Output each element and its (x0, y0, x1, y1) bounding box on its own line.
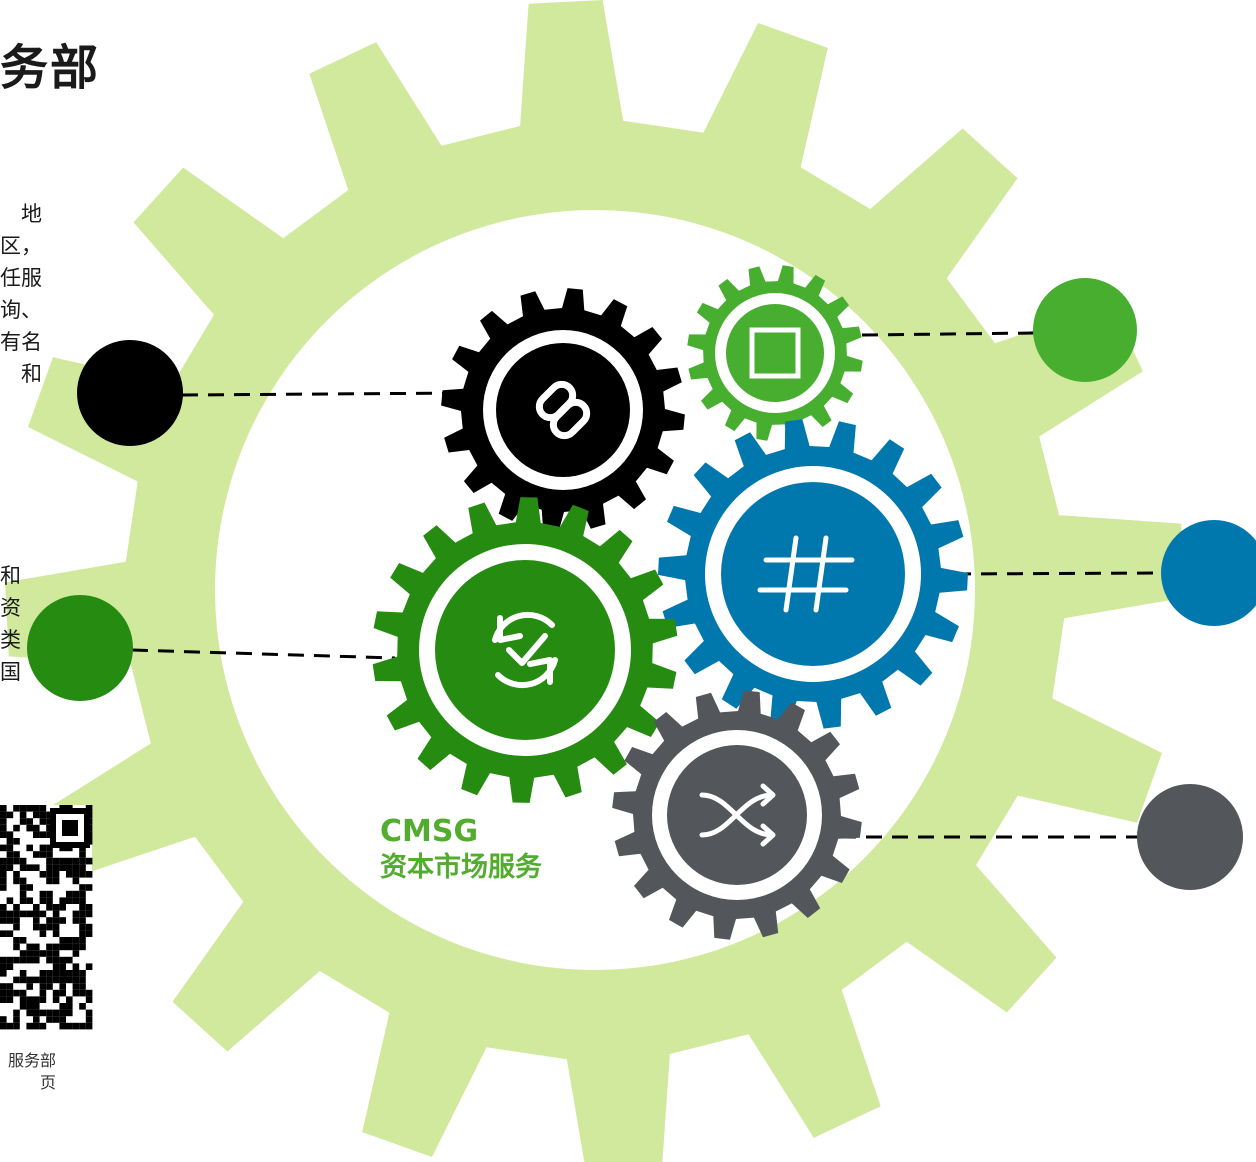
paragraph-line: 资 (0, 596, 21, 620)
qr-caption: 服务部 页 (0, 1050, 56, 1094)
black-node (77, 340, 183, 446)
second-paragraph: 和 资 类 国 (0, 560, 21, 688)
paragraph-line: 类 (0, 628, 21, 652)
link-gear (441, 288, 685, 532)
sync-gear (372, 497, 678, 803)
brand-name: 资本市场服务 (380, 852, 542, 883)
brand-label: CMSG 资本市场服务 (380, 814, 542, 886)
shuffle-icon (699, 783, 776, 847)
paragraph-line: 地区， (0, 202, 42, 258)
link-icon (535, 380, 591, 440)
connector-light-green (861, 331, 1036, 337)
paragraph-line: 和 (21, 362, 42, 386)
blue-node (1161, 520, 1256, 626)
light-green-node (1033, 278, 1137, 382)
paragraph-line: 国 (0, 660, 21, 684)
shuffle-gear (612, 690, 862, 940)
paragraph-line: 有名 (0, 330, 42, 354)
square-icon (749, 327, 801, 379)
intro-paragraph: 地区， 任服 询、 有名 和 (0, 198, 42, 390)
paragraph-line: 询、 (0, 298, 42, 322)
connector-black (181, 391, 471, 397)
gray-node (1137, 784, 1243, 890)
sync-check-icon (492, 611, 558, 689)
connector-dark-green (131, 648, 396, 660)
paragraph-line: 和 (0, 564, 21, 588)
hash-gear (658, 419, 968, 729)
connector-blue (954, 571, 1161, 576)
qr-code (0, 805, 93, 1031)
paragraph-line: 任服 (0, 266, 42, 290)
qr-caption-line: 页 (39, 1073, 56, 1092)
page-title: 务部 (0, 40, 101, 96)
connector-lines (131, 331, 1161, 839)
brand-acronym: CMSG (380, 814, 479, 849)
hash-icon (757, 535, 855, 613)
square-gear (687, 265, 863, 441)
dark-green-node (27, 595, 133, 701)
qr-caption-line: 服务部 (7, 1051, 56, 1070)
